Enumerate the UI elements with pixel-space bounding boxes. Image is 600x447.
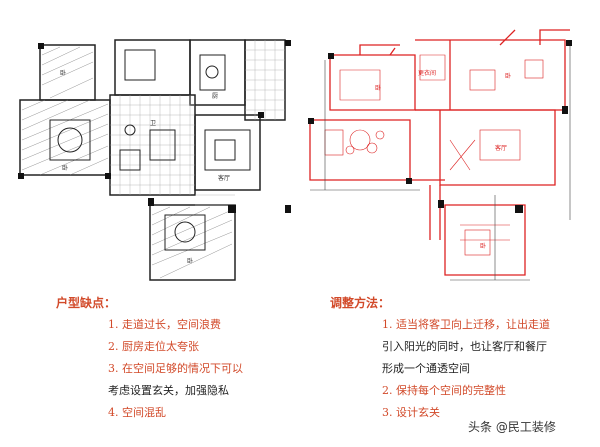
room-label: 卫 [150, 120, 156, 127]
defects-panel: 户型缺点： 1. 走道过长，空间浪费 2. 厨房走位太夸张 3. 在空间足够的情… [50, 290, 310, 420]
room-label: 卧 [480, 242, 486, 250]
adjustment-item: 形成一个通透空间 [382, 362, 470, 375]
room-label: 更衣间 [418, 69, 436, 77]
redesigned-floor-plan: 更衣间 卧 卧 卧 客厅 [308, 29, 572, 281]
adjustments-heading: 调整方法： [330, 296, 391, 310]
defects-heading: 户型缺点： [56, 296, 117, 310]
defect-item: 3. 在空间足够的情况下可以 [108, 362, 243, 375]
defect-item: 4. 空间混乱 [108, 406, 166, 419]
room-label: 卧 [505, 72, 511, 80]
room-label: 卧 [62, 164, 68, 172]
watermark: 头条 @民工装修 [468, 420, 556, 434]
adjustment-item: 引入阳光的同时，也让客厅和餐厅 [382, 340, 547, 353]
room-label: 客厅 [495, 144, 507, 152]
defect-item: 考虑设置玄关，加强隐私 [108, 384, 229, 397]
room-label: 卧 [187, 257, 193, 265]
room-label: 卧 [60, 69, 66, 77]
room-label: 厨 [212, 93, 218, 100]
room-label: 卧 [375, 84, 381, 92]
defect-item: 1. 走道过长，空间浪费 [108, 318, 221, 331]
room-label: 客厅 [218, 174, 230, 182]
original-floor-plan: 卧 卧 卧 厨 客厅 卫 [18, 39, 291, 281]
defect-item: 2. 厨房走位太夸张 [108, 340, 199, 353]
adjustment-item: 2. 保持每个空间的完整性 [382, 384, 506, 397]
adjustment-item: 1. 适当将客卫向上迁移，让出走道 [382, 318, 550, 331]
adjustment-item: 3. 设计玄关 [382, 406, 440, 419]
adjustments-panel: 调整方法： 1. 适当将客卫向上迁移，让出走道 引入阳光的同时，也让客厅和餐厅 … [330, 290, 590, 420]
